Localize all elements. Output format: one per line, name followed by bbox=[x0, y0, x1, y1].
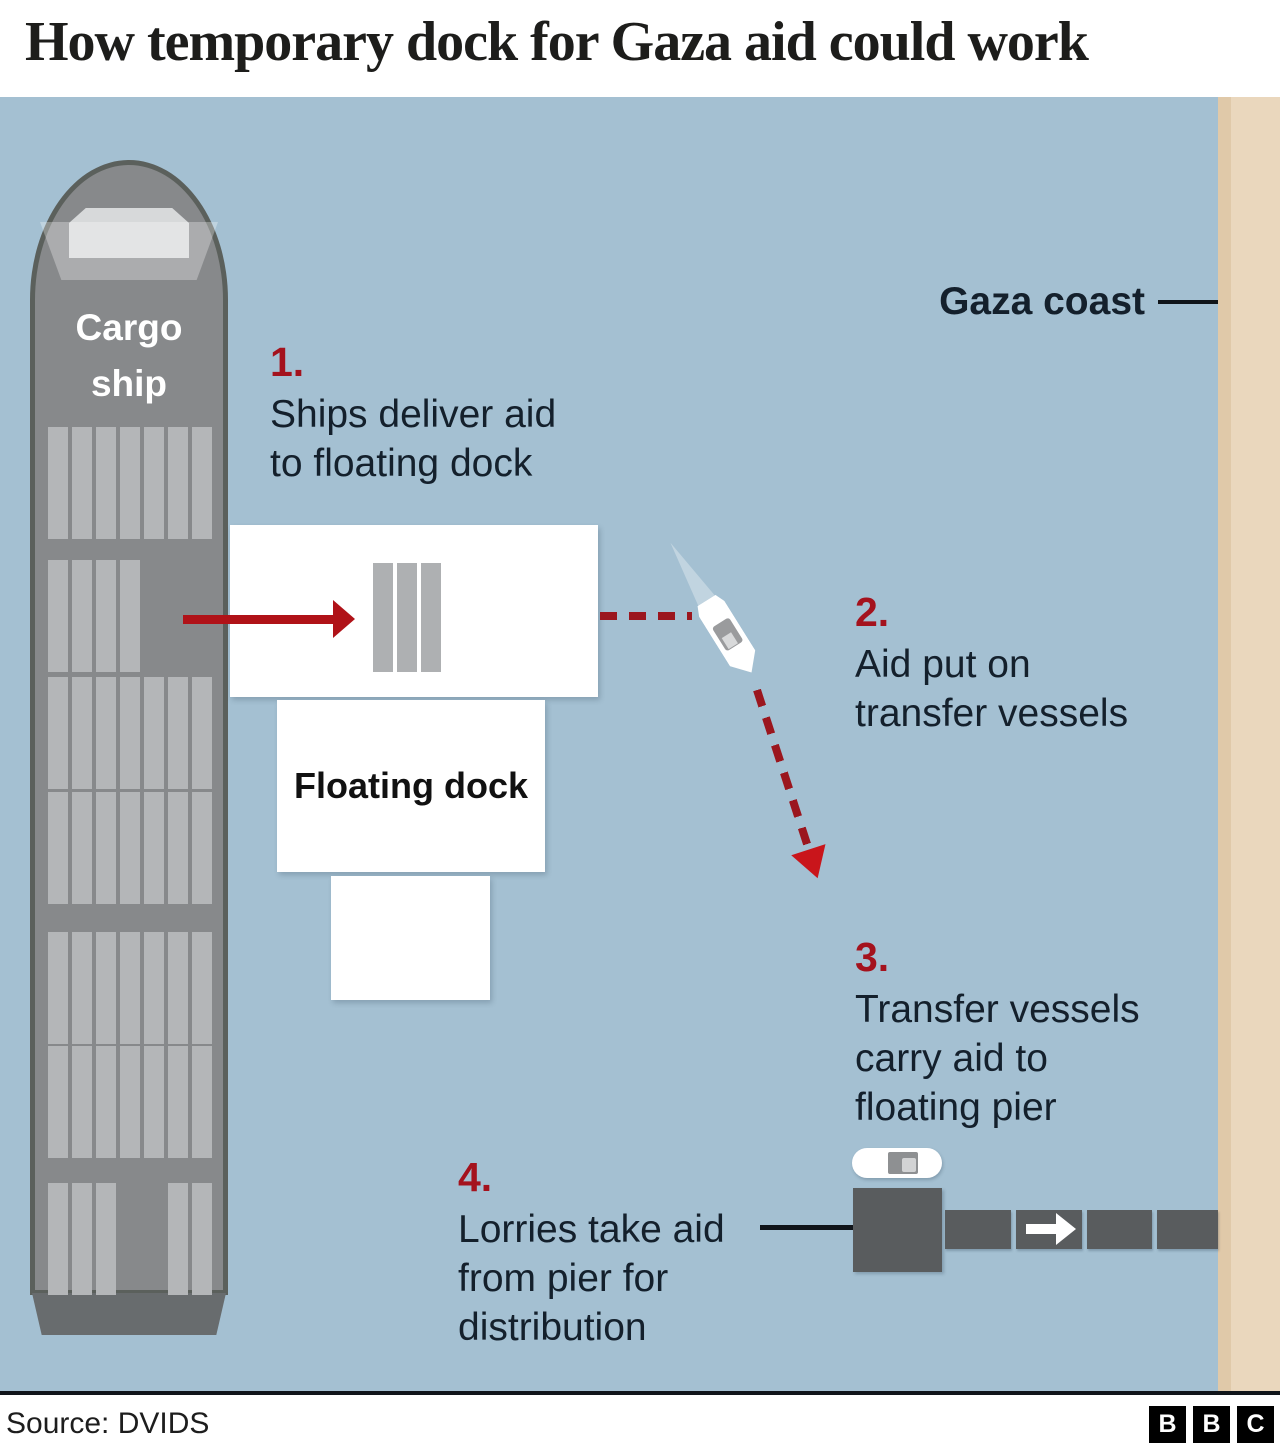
container-row bbox=[48, 677, 212, 789]
step-2-number: 2. bbox=[855, 589, 890, 635]
bbc-logo: B bbox=[1149, 1406, 1186, 1443]
container-row bbox=[48, 1183, 116, 1295]
gaza-coast-pointer-line bbox=[1158, 300, 1218, 304]
pier-boat-window bbox=[902, 1158, 916, 1172]
bbc-logo: C bbox=[1237, 1406, 1274, 1443]
footer: Source: DVIDS B B C bbox=[0, 1395, 1280, 1456]
step-2-text: Aid put on transfer vessels bbox=[855, 643, 1129, 735]
causeway-arrowhead-icon bbox=[1056, 1213, 1076, 1245]
step-1: 1. Ships deliver aid to floating dock bbox=[270, 340, 610, 488]
footer-divider bbox=[0, 1391, 1280, 1395]
floating-pier-icon bbox=[853, 1188, 942, 1272]
causeway-segment bbox=[1157, 1210, 1218, 1249]
floating-dock-lower bbox=[331, 876, 490, 1000]
pier-boat-icon bbox=[852, 1148, 942, 1178]
floating-dock-upper bbox=[230, 525, 598, 697]
header: How temporary dock for Gaza aid could wo… bbox=[0, 0, 1280, 97]
container-row bbox=[48, 427, 212, 539]
floating-dock-label: Floating dock bbox=[294, 765, 528, 806]
cargo-ship-icon: Cargo ship bbox=[30, 160, 228, 1335]
causeway-arrow-icon bbox=[1026, 1224, 1056, 1234]
cargo-ship-label: Cargo ship bbox=[75, 307, 183, 404]
step-4: 4. Lorries take aid from pier for distri… bbox=[458, 1155, 788, 1352]
ship-to-dock-arrow bbox=[183, 615, 335, 624]
boat-wake bbox=[662, 537, 716, 607]
bbc-logo: B bbox=[1193, 1406, 1230, 1443]
container-row bbox=[48, 1046, 212, 1158]
step-2: 2. Aid put on transfer vessels bbox=[855, 590, 1185, 738]
step-1-number: 1. bbox=[270, 339, 305, 385]
causeway-segment bbox=[1087, 1210, 1152, 1249]
causeway-segment bbox=[945, 1210, 1011, 1249]
step-3-text: Transfer vessels carry aid to floating p… bbox=[855, 988, 1140, 1129]
step-3: 3. Transfer vessels carry aid to floatin… bbox=[855, 935, 1185, 1132]
lorries-pointer-line bbox=[760, 1225, 854, 1230]
floating-dock-main: Floating dock bbox=[277, 700, 545, 872]
ship-to-dock-arrowhead-icon bbox=[333, 600, 355, 638]
container-row bbox=[168, 1183, 212, 1295]
dock-cargo-bars bbox=[373, 563, 441, 672]
container-row bbox=[48, 932, 212, 1044]
pier-boat-cabin bbox=[888, 1152, 918, 1174]
page-title: How temporary dock for Gaza aid could wo… bbox=[25, 11, 1089, 73]
vessel-to-pier-dashed-line bbox=[753, 688, 814, 855]
step-3-number: 3. bbox=[855, 934, 890, 980]
vessel-to-pier-arrowhead-icon bbox=[791, 844, 835, 884]
ship-bridge bbox=[69, 208, 189, 258]
step-1-text: Ships deliver aid to floating dock bbox=[270, 393, 557, 485]
step-4-number: 4. bbox=[458, 1154, 493, 1200]
ship-bridge-band bbox=[40, 222, 218, 280]
container-row bbox=[48, 560, 140, 672]
ship-stern bbox=[32, 1293, 226, 1335]
container-row bbox=[48, 792, 212, 904]
sea-diagram-area: Cargo ship Floating dock bbox=[0, 97, 1280, 1391]
gaza-coast-label: Gaza coast bbox=[939, 280, 1145, 323]
source-credit: Source: DVIDS bbox=[6, 1407, 210, 1440]
dock-to-vessel-dashed-line bbox=[600, 612, 692, 620]
step-4-text: Lorries take aid from pier for distribut… bbox=[458, 1208, 725, 1349]
gaza-coast-strip bbox=[1218, 97, 1280, 1391]
transfer-vessel-icon bbox=[694, 593, 764, 681]
